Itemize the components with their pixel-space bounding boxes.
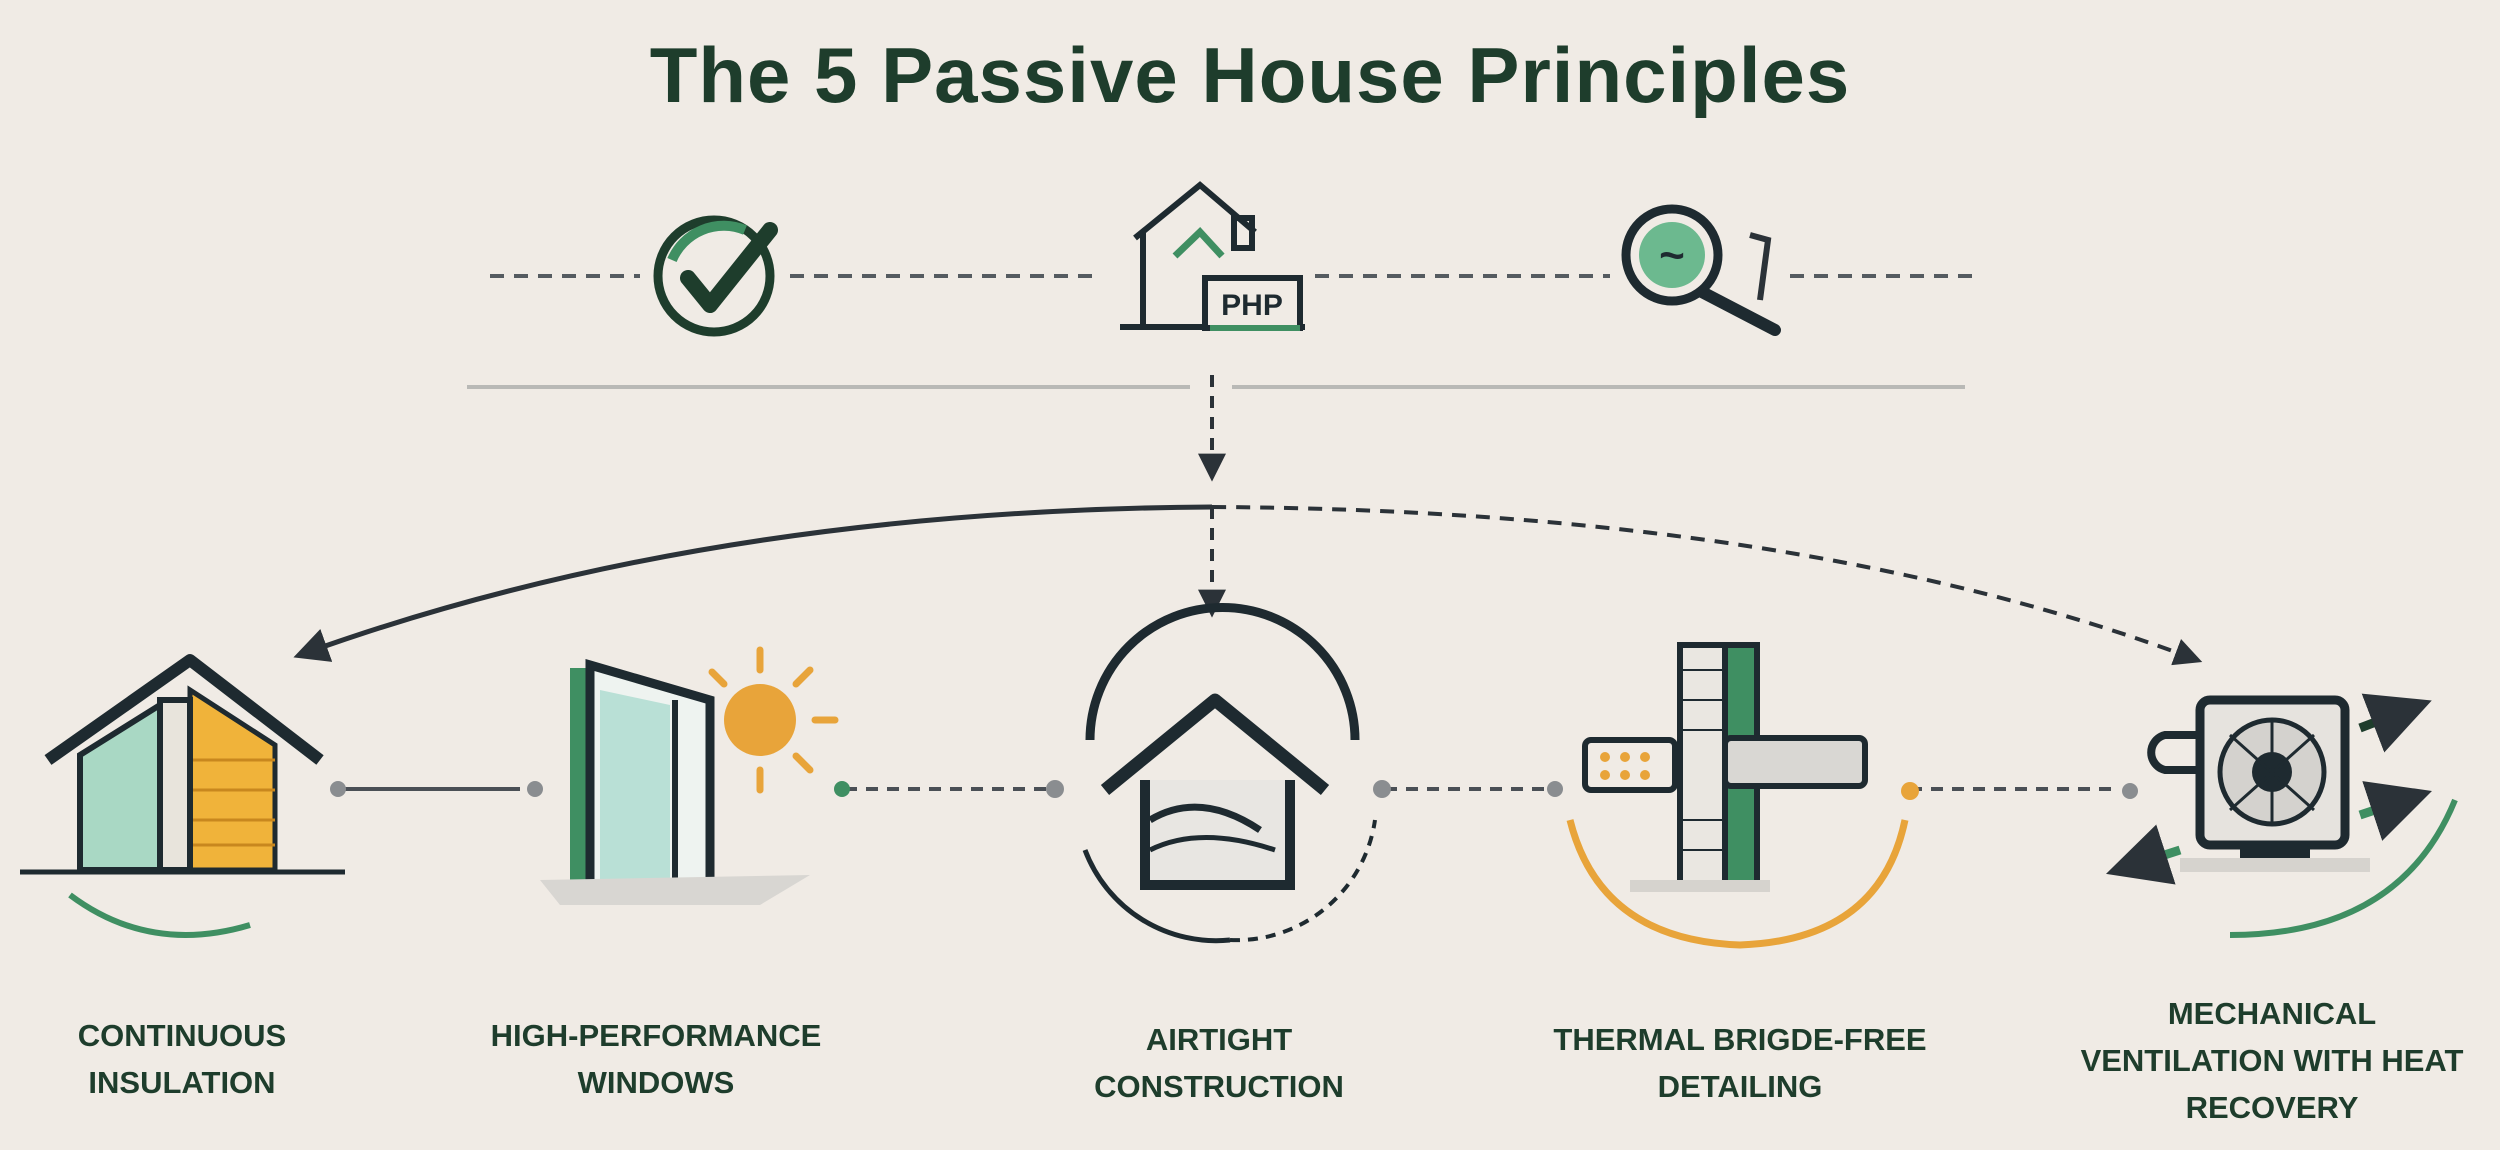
- label-line: RECOVERY: [2185, 1090, 2359, 1125]
- svg-text:PHP: PHP: [1221, 289, 1283, 322]
- ventilation-unit-icon: [2106, 693, 2458, 938]
- php-house-icon: PHP: [1120, 181, 1305, 331]
- label-line: THERMAL BRIGDE-FREE: [1553, 1022, 1927, 1057]
- principle-label-thermal-bridge: THERMAL BRIGDE-FREE DETAILING: [1520, 1016, 1960, 1110]
- label-line: CONSTRUCTION: [1094, 1069, 1344, 1104]
- arc-arrow-left: [293, 504, 1213, 662]
- page-title: The 5 Passive House Principles: [649, 31, 1851, 119]
- label-line: VENTILATION WITH HEAT: [2080, 1043, 2464, 1078]
- magnifier-icon: ~: [1621, 204, 1781, 336]
- label-line: CONTINUOUS: [77, 1018, 287, 1053]
- label-line: DETAILING: [1657, 1069, 1823, 1104]
- principle-label-windows: HIGH-PERFORMANCE WINDOWS: [436, 1012, 876, 1106]
- insulated-house-icon: [20, 654, 345, 938]
- principle-label-airtight: AIRTIGHT CONSTRUCTION: [999, 1016, 1439, 1110]
- label-line: MECHANICAL: [2167, 996, 2377, 1031]
- label-line: INSULATION: [88, 1065, 276, 1100]
- thermal-bridge-icon: [1566, 642, 1909, 949]
- airtight-house-icon: [1082, 603, 1377, 944]
- principle-label-insulation: CONTINUOUS INSULATION: [0, 1012, 402, 1106]
- checkmark-circle-icon: [653, 215, 778, 337]
- svg-text:~: ~: [1659, 231, 1685, 280]
- connector-dots: [330, 780, 2138, 800]
- arc-arrow-right: [1211, 505, 2203, 666]
- principle-label-ventilation: MECHANICAL VENTILATION WITH HEAT RECOVER…: [2052, 990, 2492, 1131]
- window-sun-icon: [540, 646, 839, 905]
- label-line: AIRTIGHT: [1145, 1022, 1293, 1057]
- label-line: HIGH-PERFORMANCE: [490, 1018, 822, 1053]
- label-line: WINDOWS: [577, 1065, 735, 1100]
